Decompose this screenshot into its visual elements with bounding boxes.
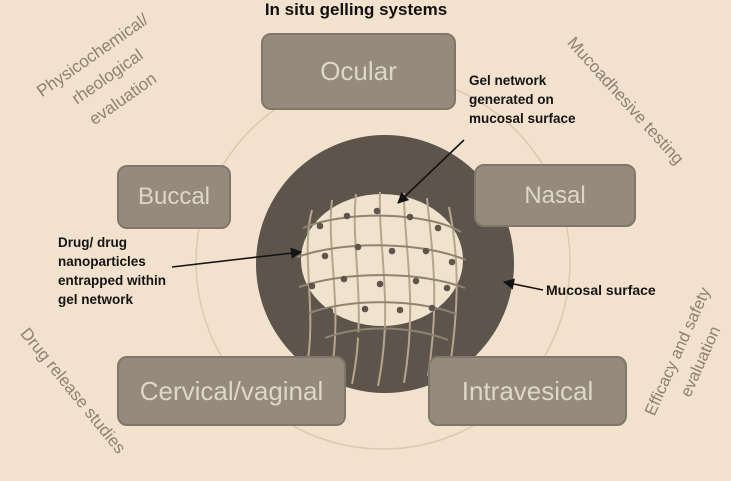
annotation-drug-nanoparticles: Drug/ drug nanoparticles entrapped withi… <box>58 235 166 307</box>
annotation-gel-network: Gel network generated on mucosal surface <box>469 73 576 126</box>
node-ocular-label: Ocular <box>320 56 397 86</box>
diagram-title: In situ gelling systems <box>264 0 448 19</box>
gel-network-arrow <box>397 139 465 204</box>
node-cervical-vaginal: Cervical/vaginal <box>117 356 346 426</box>
node-intravesical-label: Intravesical <box>461 375 594 406</box>
node-nasal-label: Nasal <box>524 181 586 209</box>
node-buccal-label: Buccal <box>137 183 211 210</box>
node-nasal: Nasal <box>474 164 636 227</box>
node-buccal: Buccal <box>117 165 231 229</box>
mucosal-surface-arrow <box>502 278 544 291</box>
drug-nanoparticle-dots <box>308 207 456 341</box>
node-cervical-vaginal-label: Cervical/vaginal <box>139 375 324 406</box>
node-intravesical: Intravesical <box>428 356 627 426</box>
node-ocular: Ocular <box>261 33 456 110</box>
annotation-mucosal-surface: Mucosal surface <box>546 282 656 298</box>
gel-network-arcs <box>296 214 467 341</box>
drug-nanoparticles-arrow <box>171 247 303 268</box>
